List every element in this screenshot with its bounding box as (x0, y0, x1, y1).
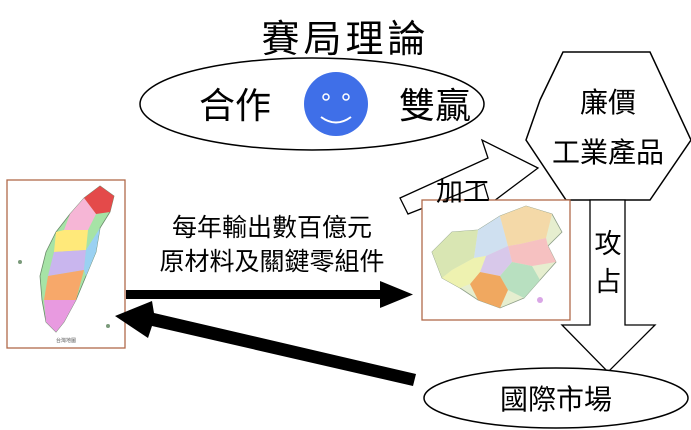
cooperation-label: 合作 (199, 86, 271, 127)
smiley-face-icon (304, 72, 368, 136)
capture-label-line2: 占 (595, 267, 622, 298)
processing-arrow (399, 138, 540, 215)
international-market-ellipse: 國際市場 (423, 367, 689, 429)
taiwan-map-caption: 台灣地圖 (56, 337, 76, 344)
export-arrow (126, 281, 413, 308)
export-label-line2: 原材料及關鍵零組件 (159, 247, 384, 276)
win-win-label: 雙贏 (399, 86, 471, 127)
capture-label-line1: 攻 (595, 229, 622, 260)
cooperation-ellipse: 合作 雙贏 (139, 57, 485, 151)
hexagon-line2: 工業產品 (552, 136, 664, 169)
hexagon-line1: 廉價 (580, 86, 636, 119)
china-map-image (421, 199, 571, 321)
international-market-label: 國際市場 (500, 383, 612, 416)
processing-label: 加工 (436, 177, 490, 208)
return-arrow (115, 301, 416, 386)
taiwan-map-image: 台灣地圖 (6, 179, 126, 349)
page-title: 賽局理論 (261, 17, 430, 61)
cheap-products-hexagon: 廉價 工業產品 (525, 51, 691, 201)
capture-arrow (560, 199, 657, 373)
export-label-line1: 每年輸出數百億元 (172, 213, 372, 242)
